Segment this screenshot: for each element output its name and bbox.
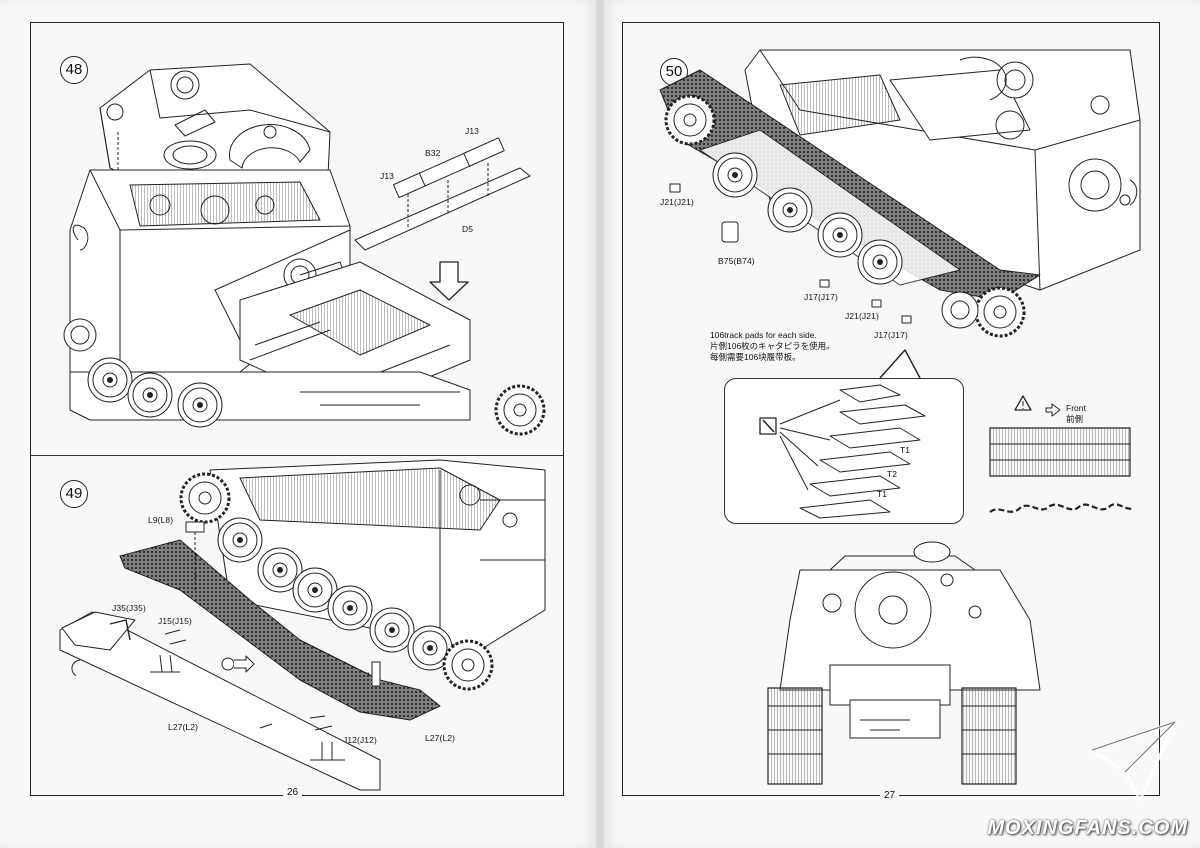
warning-triangle-icon: [1014, 395, 1032, 411]
part-label: J21(J21): [660, 197, 694, 207]
front-direction-label: Front 前側: [1066, 403, 1086, 425]
track-label: T1: [877, 489, 888, 499]
track-label: T1: [900, 445, 911, 455]
part-label: J13: [380, 171, 395, 181]
arrow-right-icon: [221, 655, 255, 673]
front-label-jp: 前側: [1066, 414, 1084, 424]
part-label: J21(J21): [845, 311, 879, 321]
book-gutter: [596, 0, 604, 848]
part-label: J13: [465, 126, 480, 136]
step-50-drawing: [659, 49, 1141, 785]
track-assembly-callout: [724, 378, 964, 524]
part-label: L27(L2): [425, 733, 455, 743]
right-page-number: 27: [880, 790, 900, 801]
step-48-number: 48: [60, 56, 88, 84]
part-label: D5: [462, 224, 474, 234]
part-label: J15(J15): [158, 616, 192, 626]
front-label-en: Front: [1066, 403, 1086, 413]
knife-icon: [759, 417, 777, 435]
paper-plane-logo: [1090, 720, 1177, 802]
part-label: L9(L8): [148, 515, 174, 525]
left-page-number: 26: [283, 787, 303, 798]
step-48-drawing: [63, 63, 546, 436]
part-label: B32: [425, 148, 441, 158]
front-view-drawing: [767, 541, 1041, 785]
part-label: L27(L2): [168, 722, 198, 732]
step-49-drawing: [59, 459, 546, 791]
track-note-jp: 片側106枚のキャタピラを使用。: [710, 341, 835, 351]
track-link-diagram: [779, 384, 926, 519]
track-label: T2: [887, 469, 898, 479]
arrow-left-icon: [1045, 403, 1061, 417]
step-49-number: 49: [60, 480, 88, 508]
site-watermark: MOXINGFANS.COM: [987, 817, 1188, 839]
part-label: B75(B74): [718, 256, 755, 266]
part-label: J17(J17): [874, 330, 908, 340]
arrow-down-icon: [429, 261, 469, 301]
part-label: J12(J12): [343, 735, 377, 745]
track-note-cn: 每側需要106块履带板。: [710, 352, 801, 362]
track-note-en: 106track pads for each side.: [710, 330, 817, 340]
part-label: J17(J17): [804, 292, 838, 302]
track-pad-note: 106track pads for each side. 片側106枚のキャタピ…: [710, 330, 835, 363]
step-divider: [30, 455, 564, 456]
part-label: J35(J35): [112, 603, 146, 613]
